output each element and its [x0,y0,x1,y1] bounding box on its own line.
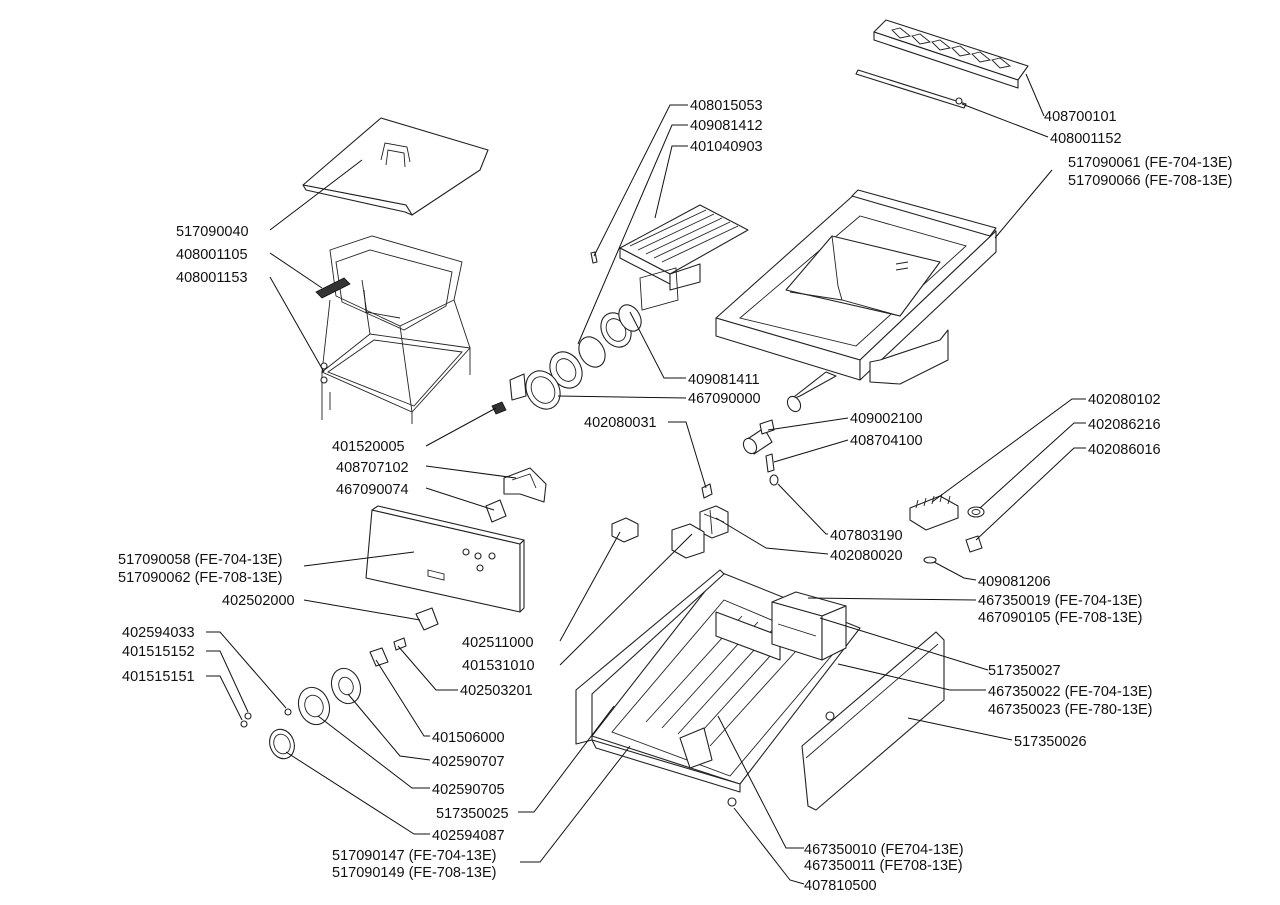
label-402590705: 402590705 [432,782,505,798]
part-rod [855,69,967,109]
part-clip [491,401,507,415]
label-409002100: 409002100 [850,411,923,427]
part-heating-element [590,204,749,311]
label-401515151: 401515151 [122,669,195,685]
label-401040903: 401040903 [690,139,763,155]
part-handle-bar [873,19,1029,89]
label-517350027: 517350027 [988,663,1061,679]
label-467090074: 467090074 [336,482,409,498]
part-terminal [701,483,713,499]
part-control-box [771,591,847,661]
label-401515152: 401515152 [122,644,195,660]
part-basket [315,235,471,424]
part-labels: 408700101 408001152 517090061 (FE-704-13… [118,98,1232,894]
label-408001105: 408001105 [176,247,248,263]
label-402594087: 402594087 [432,828,505,844]
label-402590707: 402590707 [432,754,505,770]
label-517090066: 517090066 (FE-708-13E) [1068,173,1232,189]
label-517090040: 517090040 [176,224,249,240]
label-467350023: 467350023 (FE-780-13E) [988,702,1152,718]
label-402503201: 402503201 [460,683,533,699]
label-408707102: 408707102 [336,460,409,476]
part-control-panel [365,505,525,613]
label-401506000: 401506000 [432,730,505,746]
part-bracket [485,467,547,523]
label-402511000: 402511000 [462,635,534,651]
label-467350019: 467350019 (FE-704-13E) [978,593,1142,609]
part-switches [611,505,729,559]
label-401520005: 401520005 [332,439,405,455]
label-467350022: 467350022 (FE-704-13E) [988,684,1152,700]
label-408001153: 408001153 [176,270,248,286]
label-467090000: 467090000 [688,391,761,407]
label-409081412: 409081412 [690,118,763,134]
part-side-panel [727,631,945,811]
label-407803190: 407803190 [830,528,903,544]
label-408015053: 408015053 [690,98,763,114]
part-terminal-block [909,493,985,564]
label-517090147: 517090147 (FE-704-13E) [332,848,496,864]
label-408001152: 408001152 [1050,131,1122,147]
part-fryer-tank [715,189,997,413]
label-408700101: 408700101 [1044,109,1117,125]
label-402086016: 402086016 [1088,442,1161,458]
label-517090061: 517090061 (FE-704-13E) [1068,155,1232,171]
label-401531010: 401531010 [462,658,535,674]
label-517350025: 517350025 [436,806,509,822]
part-drain-valve [742,419,779,486]
label-408704100: 408704100 [850,433,923,449]
label-402080102: 402080102 [1088,392,1161,408]
label-407810500: 407810500 [804,878,877,894]
label-467090105: 467090105 (FE-708-13E) [978,610,1142,626]
part-lid [302,117,489,216]
label-517090149: 517090149 (FE-708-13E) [332,865,496,881]
label-402080031: 402080031 [584,415,657,431]
label-402502000: 402502000 [222,593,295,609]
label-409081206: 409081206 [978,574,1051,590]
leader-lines [206,73,1086,885]
label-467350010: 467350010 (FE704-13E) [804,842,964,858]
label-409081411: 409081411 [688,372,760,388]
label-402594033: 402594033 [122,625,195,641]
label-517350026: 517350026 [1014,734,1087,750]
label-467350011: 467350011 (FE708-13E) [804,858,963,874]
part-knobs [240,607,439,760]
label-517090058: 517090058 (FE-704-13E) [118,552,282,568]
part-gaskets [509,304,642,410]
label-402080020: 402080020 [830,548,903,564]
label-517090062: 517090062 (FE-708-13E) [118,570,282,586]
label-402086216: 402086216 [1088,417,1161,433]
